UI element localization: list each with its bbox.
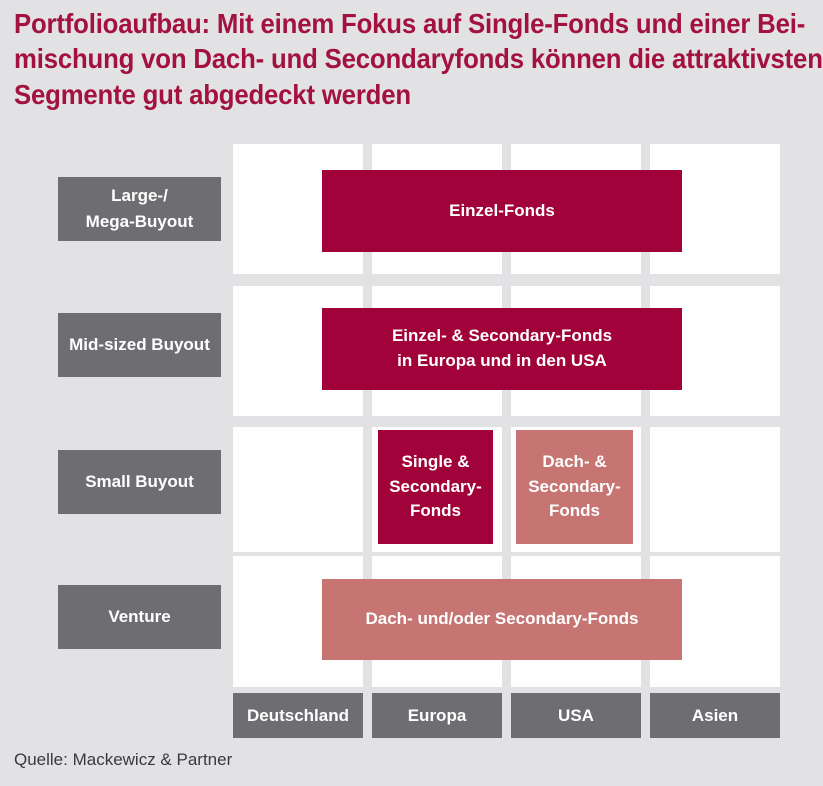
row-label-mid-sized-buyout: Mid-sized Buyout [58, 313, 221, 377]
fund-box-einzel-secondary-fonds: Einzel- & Secondary-Fonds in Europa und … [322, 308, 682, 390]
matrix-cell [650, 427, 780, 552]
matrix-cell [233, 427, 363, 552]
row-label-large-mega-buyout: Large-/ Mega-Buyout [58, 177, 221, 241]
column-label-deutschland: Deutschland [233, 693, 363, 738]
fund-box-dach-secondary-fonds: Dach- & Secondary- Fonds [516, 430, 633, 544]
column-label-usa: USA [511, 693, 641, 738]
column-label-europa: Europa [372, 693, 502, 738]
fund-box-single-secondary-fonds: Single & Secondary- Fonds [378, 430, 493, 544]
column-label-asien: Asien [650, 693, 780, 738]
page-title: Portfolioaufbau: Mit einem Fokus auf Sin… [14, 8, 823, 110]
fund-box-einzel-fonds: Einzel-Fonds [322, 170, 682, 252]
row-label-small-buyout: Small Buyout [58, 450, 221, 514]
fund-box-dach-oder-secondary-fonds: Dach- und/oder Secondary-Fonds [322, 579, 682, 660]
source-note: Quelle: Mackewicz & Partner [14, 750, 233, 769]
row-label-venture: Venture [58, 585, 221, 649]
